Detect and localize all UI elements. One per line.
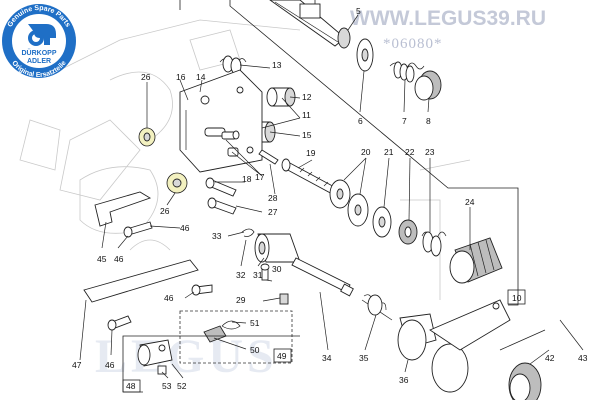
callout-50: 50 bbox=[250, 345, 260, 355]
callout-46b: 46 bbox=[114, 254, 124, 264]
callout-29: 29 bbox=[236, 295, 246, 305]
callout-32: 32 bbox=[236, 270, 246, 280]
callout-48: 48 bbox=[126, 381, 136, 391]
part-bracket-45 bbox=[94, 191, 152, 227]
callout-21: 21 bbox=[384, 147, 394, 157]
part-disk-22 bbox=[398, 219, 418, 245]
callout-8: 8 bbox=[426, 116, 431, 126]
part-pin-51 bbox=[221, 320, 241, 330]
callout-12: 12 bbox=[302, 92, 312, 102]
part-washer-26-top bbox=[138, 127, 156, 147]
callout-7: 7 bbox=[402, 116, 407, 126]
callout-51: 51 bbox=[250, 318, 260, 328]
group-49-label-box bbox=[273, 348, 292, 363]
callout-23: 23 bbox=[425, 147, 435, 157]
part-collar-48 bbox=[137, 339, 173, 367]
part-pin-28 bbox=[258, 149, 279, 165]
callout-46a: 46 bbox=[180, 223, 190, 233]
part-sleeve-31 bbox=[254, 233, 301, 263]
callout-labels: 26 16 14 13 12 11 15 17 18 19 28 27 26 5… bbox=[72, 6, 588, 391]
callout-34: 34 bbox=[322, 353, 332, 363]
callout-10: 10 bbox=[512, 293, 522, 303]
callout-45: 45 bbox=[97, 254, 107, 264]
callout-22: 22 bbox=[405, 147, 415, 157]
callout-33: 33 bbox=[212, 231, 222, 241]
part-collar-6 bbox=[337, 27, 374, 72]
callout-18: 18 bbox=[242, 174, 252, 184]
callout-11: 11 bbox=[302, 110, 311, 120]
callout-15: 15 bbox=[302, 130, 312, 140]
part-washer-26-bottom bbox=[166, 172, 188, 194]
part-bushing-12 bbox=[266, 87, 296, 107]
part-plate-47 bbox=[83, 259, 199, 303]
callout-35: 35 bbox=[359, 353, 369, 363]
part-screw-17 bbox=[221, 130, 240, 157]
callout-36: 36 bbox=[399, 375, 409, 385]
part-disk-20 bbox=[329, 179, 369, 227]
duerkopp-adler-logo: Genuine Spare Parts Original Ersatzteile… bbox=[2, 4, 76, 79]
part-knob-24 bbox=[449, 237, 503, 284]
callout-42: 42 bbox=[545, 353, 555, 363]
callout-26b: 26 bbox=[160, 206, 170, 216]
part-bracket-16 bbox=[179, 69, 263, 173]
group-10-label-box bbox=[507, 289, 526, 305]
callout-24: 24 bbox=[465, 197, 475, 207]
callout-31: 31 bbox=[253, 270, 263, 280]
part-disk-21 bbox=[372, 206, 392, 238]
part-pin-29 bbox=[279, 293, 289, 305]
part-spring-7 bbox=[389, 61, 425, 83]
logo-brand-line2: ADLER bbox=[27, 58, 51, 65]
part-knob-8 bbox=[414, 70, 442, 101]
callout-19: 19 bbox=[306, 148, 316, 158]
group-48-label-box bbox=[122, 379, 141, 393]
callout-27: 27 bbox=[268, 207, 278, 217]
callout-49: 49 bbox=[277, 351, 287, 361]
part-screw-46c bbox=[107, 315, 132, 331]
callout-26a: 26 bbox=[141, 72, 151, 82]
callout-28: 28 bbox=[268, 193, 278, 203]
watermark-large: LEGUS bbox=[95, 330, 278, 383]
callout-20: 20 bbox=[361, 147, 371, 157]
callout-6: 6 bbox=[358, 116, 363, 126]
part-wheel-43 bbox=[499, 329, 546, 400]
part-disk-36 bbox=[397, 313, 437, 361]
part-screw-53 bbox=[157, 365, 167, 375]
leader-lines bbox=[79, 14, 584, 379]
watermark-code: *06080* bbox=[383, 36, 443, 52]
callout-14: 14 bbox=[196, 72, 206, 82]
callout-17: 17 bbox=[255, 172, 265, 182]
part-lever-42 bbox=[429, 299, 511, 393]
part-shaft-34 bbox=[291, 257, 354, 297]
callout-52: 52 bbox=[177, 381, 187, 391]
background-machine-outline bbox=[19, 19, 471, 300]
part-bolt-30 bbox=[260, 263, 270, 281]
group-49-dashed-box bbox=[179, 310, 293, 364]
watermark-url: WWW.LEGUS39.RU bbox=[350, 7, 546, 30]
part-clip-33 bbox=[241, 228, 255, 237]
part-screw-46a bbox=[123, 221, 153, 238]
callout-30: 30 bbox=[272, 264, 282, 274]
callout-43: 43 bbox=[578, 353, 588, 363]
part-spring-35 bbox=[361, 294, 393, 321]
callout-13: 13 bbox=[272, 60, 282, 70]
callout-5: 5 bbox=[356, 6, 361, 16]
callout-46d: 46 bbox=[105, 360, 115, 370]
part-spring-23 bbox=[421, 231, 447, 257]
callout-53: 53 bbox=[162, 381, 172, 391]
callout-47: 47 bbox=[72, 360, 82, 370]
part-rod-5 bbox=[269, 0, 346, 47]
callout-46c: 46 bbox=[164, 293, 174, 303]
logo-brand-line1: DÜRKOPP bbox=[21, 48, 56, 57]
callout-16: 16 bbox=[176, 72, 186, 82]
part-screw-27 bbox=[205, 177, 237, 215]
part-screw-46b bbox=[191, 284, 213, 296]
